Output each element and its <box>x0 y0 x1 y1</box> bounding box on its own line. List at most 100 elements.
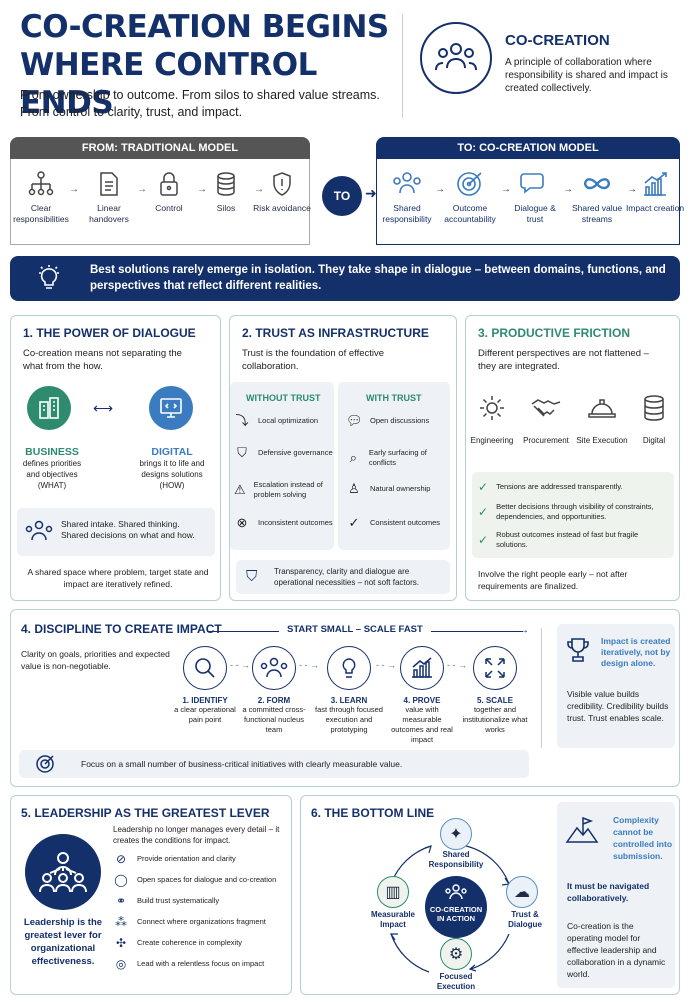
panel-title: 3. PRODUCTIVE FRICTION <box>478 326 631 340</box>
check-item: ✓Tensions are addressed transparently. <box>478 481 668 493</box>
divider <box>541 628 542 748</box>
step-learn: 3. LEARN fast through focused execution … <box>314 646 384 735</box>
to-item-label: Dialogue & trust <box>514 203 556 224</box>
leadership-item: ◎Lead with a relentless focus on impact <box>113 958 289 970</box>
check-item: ✓Robust outcomes instead of fast but fra… <box>478 530 668 550</box>
impact-desc: Visible value builds credibility. Credib… <box>567 689 669 723</box>
shared-intake-box: Shared intake. Shared thinking. Shared d… <box>17 508 215 556</box>
team-icon <box>25 520 53 541</box>
without-item-label: Local optimization <box>258 416 319 425</box>
step-title: 2. FORM <box>257 696 291 705</box>
team-icon: ✦ <box>440 818 472 850</box>
document-icon-item: Linear handovers <box>79 171 139 225</box>
trophy-icon <box>567 638 589 662</box>
subtitle-line-1: From ownership to outcome. From silos to… <box>20 88 380 102</box>
chevron-right-icon: → <box>627 184 637 195</box>
role-item: Digital <box>628 394 680 446</box>
target-icon <box>457 172 482 196</box>
with-item: ✓Consistent outcomes <box>346 515 450 530</box>
to-circle: TO <box>322 176 362 216</box>
with-trust-column <box>338 382 450 550</box>
hierarchy-icon <box>28 171 54 196</box>
to-item-label: Shared value streams <box>571 203 623 224</box>
chevron-right-icon: → <box>435 184 445 195</box>
expand-icon <box>473 646 517 690</box>
chevron-right-icon: → <box>197 184 207 195</box>
to-model-band: TO: CO-CREATION MODEL <box>376 137 680 159</box>
bottom-line-summary: Complexity cannot be controlled into sub… <box>557 802 675 988</box>
panel-title: 1. THE POWER OF DIALOGUE <box>23 326 196 340</box>
from-model-box: Clear responsibilities → Linear handover… <box>10 159 312 245</box>
page-title: CO-CREATION BEGINS WHERE CONTROL ENDS <box>20 8 390 122</box>
panel-productive-friction: 3. PRODUCTIVE FRICTION Different perspec… <box>465 315 680 601</box>
role-item: Site Execution <box>576 394 628 446</box>
title-line-1: CO-CREATION BEGINS <box>20 9 389 45</box>
gear-icon <box>480 396 504 420</box>
step-desc: fast through focused execution and proto… <box>315 705 383 734</box>
without-item: ⊗Inconsistent outcomes <box>234 515 334 530</box>
panel-footer: A shared space where problem, target sta… <box>27 567 209 589</box>
panel-leadership-lever: 5. LEADERSHIP AS THE GREATEST LEVER Lead… <box>10 795 292 995</box>
with-item: ⌕Early surfacing of conflicts <box>346 448 450 468</box>
lock-icon-item: Control <box>139 171 199 214</box>
lightbulb-icon <box>327 646 371 690</box>
panel-trust-infrastructure: 2. TRUST AS INFRASTRUCTURE Trust is the … <box>229 315 457 601</box>
mountain-flag-icon <box>565 816 599 843</box>
chevron-right-icon: → <box>137 184 147 195</box>
navigated-text: It must be navigated collaboratively. <box>567 881 650 903</box>
subtitle-line-2: From control to clarity, trust, and impa… <box>20 105 243 119</box>
handshake-icon: ⚭ <box>115 894 127 908</box>
step-desc: together and institutionalize what works <box>462 705 528 734</box>
banner-line-1: Best solutions rarely emerge in isolatio… <box>90 264 666 276</box>
chat-icon-item: Dialogue & trust <box>505 171 565 225</box>
panel-bottom-line: 6. THE BOTTOM LINE CO-CREATION IN ACTION… <box>300 795 680 995</box>
team-icon-item: Shared responsibility <box>377 171 437 225</box>
panel-intro: Co-creation means not separating the wha… <box>23 348 182 372</box>
leadership-item-label: Create coherence in complexity <box>137 938 243 947</box>
gear-icon: ⚙ <box>440 938 472 970</box>
shield-warning-icon-item: Risk avoidance <box>252 171 312 214</box>
leadership-item: ⚭Build trust systematically <box>113 894 289 908</box>
focus-text: Focus on a small number of business-crit… <box>81 759 403 769</box>
growth-chart-icon <box>400 646 444 690</box>
dashed-arrow-icon: - - → <box>376 660 396 670</box>
growth-chart-icon-item: Impact creation <box>625 171 685 214</box>
target-icon <box>36 755 54 773</box>
shared-line-2: Shared decisions on what and how. <box>61 530 195 540</box>
shield-check-icon: ⛉ <box>246 568 258 585</box>
from-item-label: Silos <box>216 203 236 213</box>
arrow-right-icon: → <box>519 625 529 636</box>
leadership-item: ⊘Provide orientation and clarity <box>113 853 289 865</box>
panel-intro: Leadership no longer manages every detai… <box>113 825 280 845</box>
panel-title: 6. THE BOTTOM LINE <box>311 806 435 820</box>
impact-box: Impact is created iteratively, not by de… <box>557 624 675 748</box>
team-icon <box>252 646 296 690</box>
step-identify: 1. IDENTIFY a clear operational pain poi… <box>170 646 240 725</box>
database-icon <box>644 395 664 421</box>
magnifier-icon <box>183 646 227 690</box>
infinity-icon-item: Shared value streams <box>567 171 627 225</box>
header-divider <box>402 14 403 118</box>
banner-line-2: perspectives that reflect different real… <box>90 280 322 292</box>
leadership-item-label: Connect where organizations fragment <box>137 917 266 926</box>
role-label: Engineering <box>470 436 514 445</box>
puzzle-icon: ✣ <box>115 936 127 950</box>
chat-bubble-icon: ☁ <box>506 876 538 908</box>
insight-banner: Best solutions rarely emerge in isolatio… <box>10 256 680 301</box>
to-model-box: Shared responsibility → Outcome accounta… <box>376 159 684 245</box>
team-icon <box>393 172 421 194</box>
step-scale: 5. SCALE together and institutionalize w… <box>460 646 530 735</box>
x-circle-icon: ⊗ <box>236 515 248 530</box>
check-item: ✓Better decisions through visibility of … <box>478 502 668 522</box>
database-icon <box>217 172 235 196</box>
chat-bubble-icon <box>520 173 544 194</box>
check-circle-icon: ✓ <box>348 515 360 530</box>
cycle-node-label: Measurable Impact <box>370 910 416 929</box>
role-label: Procurement <box>523 436 569 445</box>
network-icon: ⁂ <box>115 915 127 929</box>
leadership-item-label: Provide orientation and clarity <box>137 854 236 863</box>
step-title: 5. SCALE <box>476 696 513 705</box>
to-item-label: Impact creation <box>625 203 685 213</box>
dashed-arrow-icon: - - → <box>299 660 319 670</box>
step-title: 3. LEARN <box>330 696 368 705</box>
